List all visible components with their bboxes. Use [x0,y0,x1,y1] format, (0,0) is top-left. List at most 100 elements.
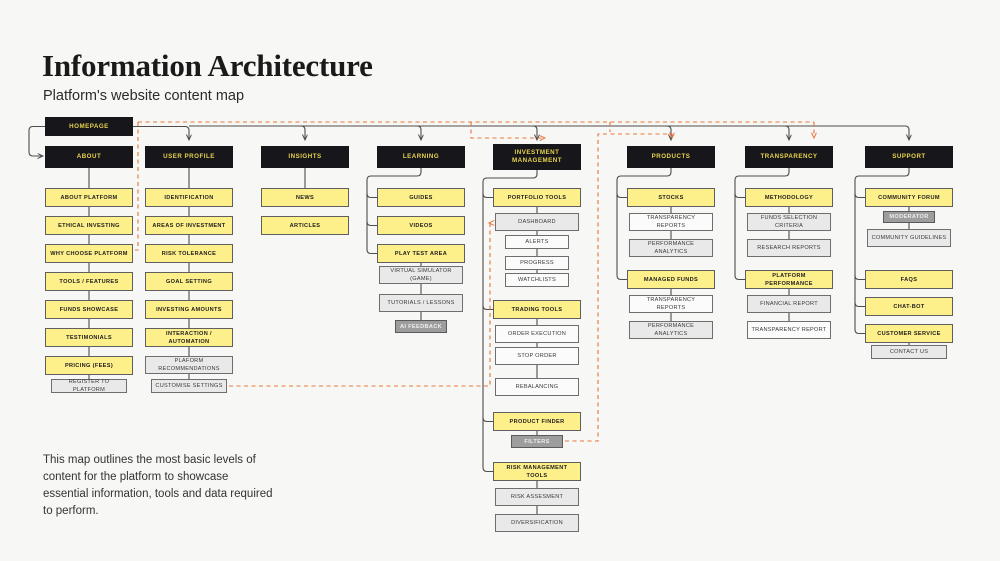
node-user-profile-0[interactable]: IDENTIFICATION [145,188,233,207]
node-label: ABOUT PLATFORM [60,194,118,201]
node-label: RISK TOLERANCE [161,250,217,257]
node-label: FINANCIAL REPORT [760,301,818,307]
node-learning-3[interactable]: VIRTUAL SIMULATOR (GAME) [379,266,463,284]
node-user-profile-1[interactable]: AREAS OF INVESTMENT [145,216,233,235]
node-products-2[interactable]: PERFORMANCE ANALYTICS [629,239,713,257]
node-investment-management-2[interactable]: ALERTS [505,235,569,249]
node-root-about[interactable]: ABOUT [45,146,133,168]
node-learning-1[interactable]: VIDEOS [377,216,465,235]
node-investment-management-5[interactable]: TRADING TOOLS [493,300,581,319]
node-label: TOOLS / FEATURES [59,278,119,285]
node-label: RISK ASSESMENT [510,494,564,500]
node-user-profile-3[interactable]: GOAL SETTING [145,272,233,291]
node-about-5[interactable]: TESTIMONIALS [45,328,133,347]
node-support-0[interactable]: COMMUNITY FORUM [865,188,953,207]
node-label: PLAFORM RECOMMENDATIONS [158,358,220,372]
node-support-2[interactable]: COMMUNITY GUIDELINES [867,229,951,247]
node-user-profile-2[interactable]: RISK TOLERANCE [145,244,233,263]
node-transparency-1[interactable]: FUNDS SELECTION CRITERIA [747,213,831,231]
node-investment-management-12[interactable]: RISK ASSESMENT [495,488,579,506]
node-investment-management-13[interactable]: DIVERSIFICATION [495,514,579,532]
node-products-4[interactable]: TRANSPARENCY REPORTS [629,295,713,313]
node-label: FUNDS SHOWCASE [59,306,119,313]
node-user-profile-5[interactable]: INTERACTION / AUTOMATION [145,328,233,347]
node-root-learning[interactable]: LEARNING [377,146,465,168]
node-label: FAQS [900,276,918,283]
node-products-5[interactable]: PERFORMANCE ANALYTICS [629,321,713,339]
node-insights-1[interactable]: ARTICLES [261,216,349,235]
node-support-1[interactable]: MODERATOR [883,211,935,223]
node-user-profile-7[interactable]: CUSTOMISE SETTINGS [151,379,227,393]
node-about-0[interactable]: ABOUT PLATFORM [45,188,133,207]
node-label: PRODUCT FINDER [509,418,565,425]
node-label: TESTIMONIALS [66,334,112,341]
node-investment-management-10[interactable]: FILTERS [511,435,563,448]
node-label: CUSTOMISE SETTINGS [155,383,223,389]
node-products-0[interactable]: STOCKS [627,188,715,207]
node-investment-management-11[interactable]: RISK MANAGEMENT TOOLS [493,462,581,481]
node-investment-management-0[interactable]: PORTFOLIO TOOLS [493,188,581,207]
node-label: CUSTOMER SERVICE [877,330,941,337]
node-transparency-5[interactable]: TRANSPARENCY REPORT [747,321,831,339]
node-transparency-4[interactable]: FINANCIAL REPORT [747,295,831,313]
node-about-6[interactable]: PRICING (FEES) [45,356,133,375]
node-root-insights[interactable]: INSIGHTS [261,146,349,168]
node-support-3[interactable]: FAQS [865,270,953,289]
node-investment-management-7[interactable]: STOP ORDER [495,347,579,365]
node-label: STOCKS [658,194,684,201]
node-insights-0[interactable]: NEWS [261,188,349,207]
node-label: PLAY TEST AREA [394,250,448,257]
node-homepage[interactable]: HOMEPAGE [45,117,133,136]
node-label: REBALANCING [515,384,559,390]
node-investment-management-8[interactable]: REBALANCING [495,378,579,396]
node-learning-4[interactable]: TUTORIALS / LESSONS [379,294,463,312]
node-label: AI FEEDBACK [399,323,443,330]
node-investment-management-4[interactable]: WATCHLISTS [505,273,569,287]
node-about-3[interactable]: TOOLS / FEATURES [45,272,133,291]
node-support-5[interactable]: CUSTOMER SERVICE [865,324,953,343]
node-root-transparency[interactable]: TRANSPARENCY [745,146,833,168]
node-label: VIDEOS [409,222,433,229]
node-learning-0[interactable]: GUIDES [377,188,465,207]
node-label: TRANSPARENCY REPORTS [646,215,696,229]
node-root-products[interactable]: PRODUCTS [627,146,715,168]
node-about-2[interactable]: WHY CHOOSE PLATFORM [45,244,133,263]
node-label: RESEARCH REPORTS [757,245,821,251]
node-products-3[interactable]: MANAGED FUNDS [627,270,715,289]
node-label: SUPPORT [892,153,926,160]
node-investment-management-3[interactable]: PROGRESS [505,256,569,270]
node-about-1[interactable]: ETHICAL INVESTING [45,216,133,235]
node-products-1[interactable]: TRANSPARENCY REPORTS [629,213,713,231]
node-root-investment-management[interactable]: INVESTMENT MANAGEMENT [493,144,581,170]
node-transparency-0[interactable]: METHODOLOGY [745,188,833,207]
node-label: FILTERS [524,438,550,445]
node-root-support[interactable]: SUPPORT [865,146,953,168]
node-about-4[interactable]: FUNDS SHOWCASE [45,300,133,319]
node-label: VIRTUAL SIMULATOR (GAME) [390,268,452,282]
node-learning-2[interactable]: PLAY TEST AREA [377,244,465,263]
node-label: COMMUNITY FORUM [878,194,940,201]
node-root-user-profile[interactable]: USER PROFILE [145,146,233,168]
node-learning-5[interactable]: AI FEEDBACK [395,320,447,333]
node-investment-management-9[interactable]: PRODUCT FINDER [493,412,581,431]
node-user-profile-6[interactable]: PLAFORM RECOMMENDATIONS [145,356,233,374]
node-label: PROGRESS [520,260,554,266]
node-support-4[interactable]: CHAT-BOT [865,297,953,316]
node-transparency-2[interactable]: RESEARCH REPORTS [747,239,831,257]
node-label: INVESTING AMOUNTS [156,306,222,313]
node-support-6[interactable]: CONTACT US [871,345,947,359]
node-user-profile-4[interactable]: INVESTING AMOUNTS [145,300,233,319]
node-about-7[interactable]: REGISTER TO PLATFORM [51,379,127,393]
node-label: USER PROFILE [163,153,215,160]
node-investment-management-6[interactable]: ORDER EXECUTION [495,325,579,343]
node-label: REGISTER TO PLATFORM [68,379,110,393]
node-label: CONTACT US [889,349,929,355]
node-label: PERFORMANCE ANALYTICS [647,323,695,337]
node-investment-management-1[interactable]: DASHBOARD [495,213,579,231]
node-label: STOP ORDER [517,353,557,359]
node-label: TUTORIALS / LESSONS [387,300,455,306]
node-transparency-3[interactable]: PLATFORM PERFORMANCE [745,270,833,289]
node-label: NEWS [295,194,315,201]
